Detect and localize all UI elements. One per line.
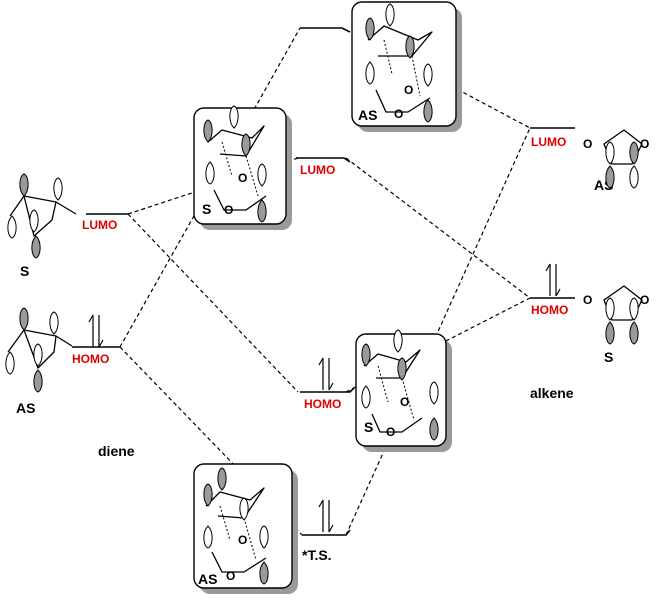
energy-levels [72,27,575,536]
electron-pair-diene-homo [88,314,104,348]
alkene-lumo-orbital: O O [583,129,649,189]
level-ts-as-upper [300,27,351,33]
ts-box-lower: O O AS [193,463,298,594]
ring-oxygen: O [226,569,235,583]
alkene-homo-label: HOMO [531,303,568,317]
ts-box-homo: O O S [355,329,452,452]
transition-state-label: *T.S. [302,547,332,563]
level-ts-s-homo [300,387,355,393]
alkene-homo-orbital: O O [583,285,649,345]
ts-top-symmetry: AS [358,107,377,123]
ts-homo-label: HOMO [304,397,341,411]
corr-line [127,213,299,393]
diene-lumo-orbital [7,173,77,259]
ts-homo-symmetry: S [364,419,373,435]
diene-lumo-label: LUMO [82,218,117,232]
ring-oxygen: O [404,83,413,97]
ring-oxygen: O [640,137,649,151]
ts-box-top: O O AS [351,1,462,132]
ring-oxygen: O [583,293,592,307]
level-ts-as-lower [302,529,351,536]
ts-box-lumo: O O S [193,105,292,230]
ring-oxygen: O [238,533,247,547]
electron-pair-ts-homo [318,357,334,391]
electron-pair-alkene-homo [545,263,561,297]
alkene-homo-symmetry: S [604,349,613,365]
corr-line [345,127,531,536]
ring-oxygen: O [400,395,409,409]
ts-lumo-symmetry: S [202,201,211,217]
ring-oxygen: O [583,137,592,151]
level-ts-s-lumo [296,157,351,163]
ring-oxygen: O [224,203,233,217]
correlation-lines [119,27,531,536]
electron-pair-ts-lower [318,499,334,533]
alkene-caption: alkene [530,385,574,401]
corr-line [345,157,531,299]
diene-caption: diene [98,443,135,459]
alkene-lumo-label: LUMO [531,135,566,149]
diene-lumo-symmetry: S [20,263,29,279]
ring-oxygen: O [394,107,403,121]
diene-homo-label: HOMO [72,352,109,366]
diene-homo-orbital [5,307,73,393]
text-labels: S AS diene alkene AS S *T.S. [16,177,613,563]
ts-lumo-label: LUMO [300,163,335,177]
ring-oxygen: O [386,425,395,439]
ring-oxygen: O [238,171,247,185]
ring-oxygen: O [640,293,649,307]
ts-lower-symmetry: AS [198,571,217,587]
orbital-labels: LUMO HOMO LUMO HOMO LUMO HOMO [72,135,568,411]
diene-homo-symmetry: AS [16,400,35,416]
